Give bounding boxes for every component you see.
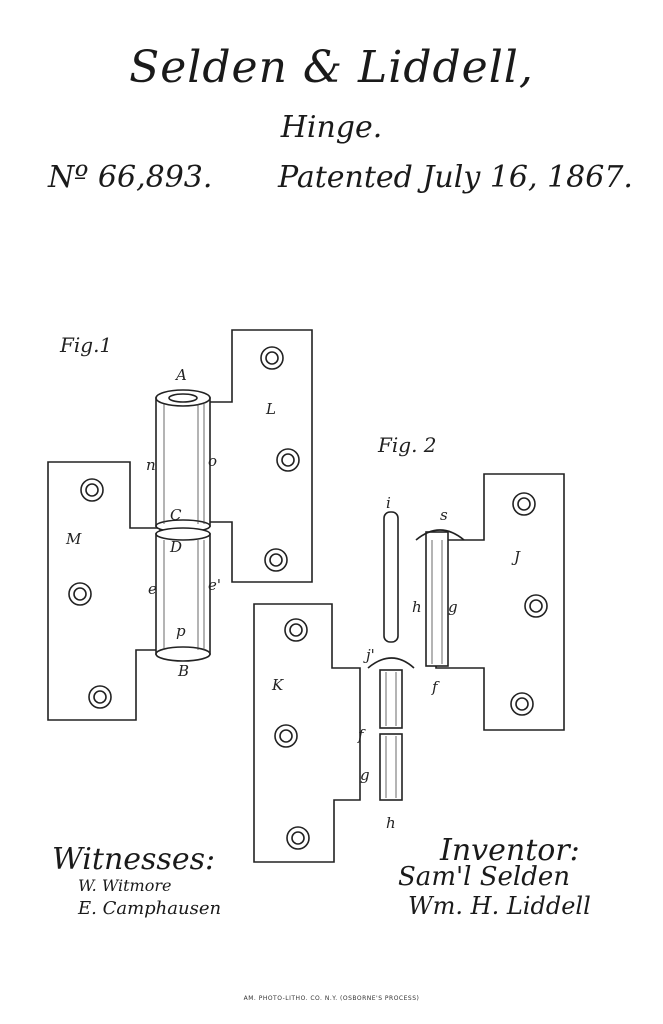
fig1-label: p <box>176 622 186 640</box>
fig2-label: K <box>271 676 284 694</box>
fig1-label: e <box>148 580 157 598</box>
fig2-knuckle-f-lower <box>379 733 403 801</box>
patent-subject: Hinge. <box>280 110 383 145</box>
patent-number: Nº 66,893. <box>48 160 213 195</box>
fig1-label: M <box>65 530 82 548</box>
fig2-label: f <box>357 726 366 744</box>
fig2-label: J <box>511 548 521 566</box>
fig2-label: g <box>448 598 458 616</box>
fig1-leaf-m <box>47 461 161 721</box>
patent-title: Selden & Liddell, <box>129 42 534 93</box>
fig1-label: o <box>208 452 217 470</box>
fig1-caption: Fig.1 <box>59 333 112 357</box>
fig1-label: D <box>169 538 182 556</box>
fig2-knuckle-s <box>425 531 449 667</box>
fig1-label: B <box>177 662 189 680</box>
fig2-label: h <box>386 814 396 832</box>
fig1-label: n <box>146 456 156 474</box>
fig1-label: C <box>170 506 182 524</box>
fig1-label: e' <box>208 576 221 594</box>
witnesses-heading: Witnesses: <box>52 842 216 877</box>
fig2-arc-s <box>415 529 465 541</box>
fig2-leaf-j <box>435 473 565 731</box>
fig2-label: i <box>386 494 391 512</box>
fig2-label: s <box>440 506 448 524</box>
fig2-knuckle-f-upper <box>379 669 403 729</box>
fig2-caption: Fig. 2 <box>377 433 437 457</box>
fig1-label: A <box>174 366 187 384</box>
witness-signature: W. Witmore <box>78 876 172 895</box>
fig1-collar-d <box>155 527 211 541</box>
fig2-leaf-k <box>253 603 361 863</box>
fig1-knuckle-lower <box>155 533 211 655</box>
fig1-knuckle-upper <box>155 397 211 527</box>
fig2-label: j' <box>363 646 375 664</box>
inventor-signature: Wm. H. Liddell <box>408 892 591 920</box>
lithographer-credit: AM. PHOTO-LITHO. CO. N.Y. (OSBORNE'S PRO… <box>243 995 420 1002</box>
witness-signature: E. Camphausen <box>78 898 222 919</box>
fig2-label: g <box>360 766 370 784</box>
fig1-label: L <box>265 400 276 418</box>
fig2-arc-j <box>367 657 415 669</box>
fig1-knuckle-bottom <box>155 646 211 662</box>
inventor-heading: Inventor: <box>440 833 580 868</box>
patent-date: Patented July 16, 1867. <box>278 160 633 195</box>
fig2-label: f <box>431 678 440 696</box>
fig2-pin-i <box>383 511 399 643</box>
fig2-label: h <box>412 598 422 616</box>
inventor-signature: Sam'l Selden <box>398 862 570 892</box>
fig1-leaf-l <box>207 329 313 583</box>
fig1-pin-hole <box>168 393 198 403</box>
